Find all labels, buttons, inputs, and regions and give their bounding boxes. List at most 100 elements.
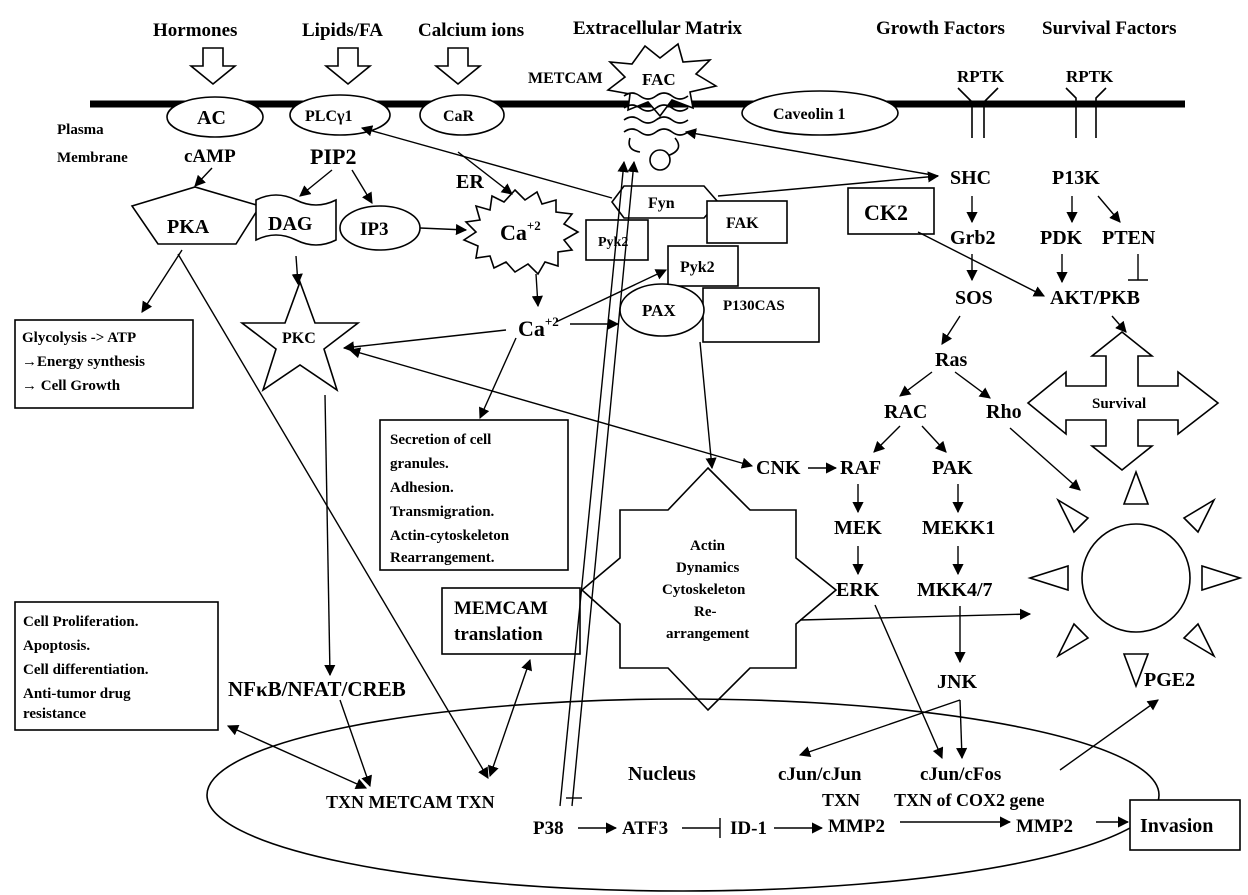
glycolysis-line-2: →Energy synthesis (22, 354, 145, 370)
dag-shape (255, 194, 337, 246)
memcam-box (441, 587, 581, 655)
caveolin-oval (741, 90, 899, 136)
label-nfkb: NFκB/NFAT/CREB (228, 677, 406, 701)
secretion-line-4: Transmigration. (390, 504, 495, 520)
block-arrow-lipids (323, 47, 373, 86)
actin-line-1: Actin (690, 538, 726, 554)
label-pdk: PDK (1040, 227, 1083, 249)
label-akt: AKT/PKB (1050, 287, 1140, 309)
actin-line-5: arrangement (666, 626, 749, 642)
label-shc: SHC (950, 167, 991, 189)
plc-oval (289, 94, 391, 136)
actin-star-shape (580, 466, 838, 712)
proliferation-box (14, 601, 219, 731)
glycolysis-line-3: → Cell Growth (22, 378, 121, 394)
label-rho: Rho (986, 401, 1022, 423)
proliferation-line-2: Apoptosis. (23, 638, 90, 654)
label-p130cas: P130CAS (723, 298, 785, 314)
label-mek: MEK (834, 517, 882, 539)
secretion-line-2: granules. (390, 456, 449, 472)
label-metcam-membrane: METCAM (528, 70, 603, 87)
label-nucleus: Nucleus (628, 763, 696, 785)
bidirectional-arrows (226, 347, 754, 789)
pyk2-box-b (667, 245, 739, 287)
proliferation-line-5: resistance (23, 706, 86, 722)
label-er: ER (456, 171, 484, 193)
label-survival: Survival (1092, 396, 1146, 412)
label-hormones: Hormones (153, 20, 237, 41)
label-plc: PLCγ1 (305, 108, 352, 125)
label-pip2: PIP2 (310, 144, 356, 169)
label-sos: SOS (955, 287, 993, 309)
label-rac: RAC (884, 401, 927, 423)
memcam-line-2: translation (454, 624, 543, 645)
label-ip3: IP3 (360, 219, 389, 240)
glycolysis-line-1: Glycolysis -> ATP (22, 330, 136, 346)
label-pax: PAX (642, 301, 676, 320)
label-p38: P38 (533, 818, 564, 839)
label-ca2: Ca+2 (518, 314, 559, 341)
label-membrane: Membrane (57, 150, 128, 166)
secretion-line-3: Adhesion. (390, 480, 454, 496)
inhibition-lines (566, 254, 1148, 838)
ac-oval (166, 96, 264, 138)
label-ras: Ras (935, 349, 967, 371)
pka-pentagon (130, 186, 262, 245)
label-extracellular-matrix: Extracellular Matrix (573, 18, 743, 39)
proliferation-line-3: Cell differentiation. (23, 662, 149, 678)
label-fak: FAK (726, 215, 759, 232)
label-plasma: Plasma (57, 122, 104, 138)
label-mkk47: MKK4/7 (917, 579, 993, 601)
label-atf3: ATF3 (622, 818, 668, 839)
label-ck2: CK2 (864, 200, 908, 225)
label-dag: DAG (268, 213, 313, 235)
pathway-arrows (141, 125, 1159, 834)
fak-box (706, 200, 788, 244)
er-calcium-starburst (462, 188, 580, 276)
ck2-box (847, 187, 935, 235)
label-rptk-2: RPTK (1066, 67, 1114, 86)
label-pkc: PKC (282, 330, 316, 347)
car-oval (419, 94, 505, 136)
secretion-line-6: Rearrangement. (390, 550, 495, 566)
proliferation-line-1: Cell Proliferation. (23, 614, 139, 630)
label-cnk: CNK (756, 457, 801, 479)
p130cas-box (702, 287, 820, 343)
label-mmp2-a: MMP2 (828, 816, 885, 837)
label-pak: PAK (932, 457, 973, 479)
label-jnk: JNK (937, 671, 977, 693)
glycolysis-box (14, 319, 194, 409)
label-mmp2-b: MMP2 (1016, 816, 1073, 837)
memcam-line-1: MEMCAM (454, 598, 548, 619)
rptk-receptors (957, 87, 1107, 138)
label-pyk2-b: Pyk2 (680, 259, 715, 276)
block-arrow-hormones (188, 47, 238, 86)
label-id1: ID-1 (730, 818, 767, 839)
label-fyn: Fyn (648, 195, 675, 212)
label-pyk2-a: Pyk2 (598, 235, 628, 250)
label-erk: ERK (836, 579, 880, 601)
label-camp: cAMP (184, 146, 236, 167)
label-cjun-cfos: cJun/cFos (920, 764, 1001, 785)
label-mekk1: MEKK1 (922, 517, 995, 539)
proliferation-line-4: Anti-tumor drug (23, 686, 131, 702)
block-arrow-calcium (433, 47, 483, 86)
label-txn-cox2: TXN of COX2 gene (894, 790, 1045, 810)
label-lipids: Lipids/FA (302, 20, 383, 41)
secretion-line-5: Actin-cytoskeleton (390, 528, 510, 544)
label-txn-metcam: TXN METCAM TXN (326, 792, 495, 812)
invasion-box (1129, 799, 1241, 851)
survival-cross-arrow (1026, 330, 1220, 472)
actin-line-2: Dynamics (676, 560, 739, 576)
nucleus-ellipse (206, 698, 1160, 892)
label-grb2: Grb2 (950, 227, 996, 249)
pge2-sun (1027, 469, 1243, 689)
label-raf: RAF (840, 457, 881, 479)
label-cjun-cjun: cJun/cJun (778, 764, 862, 785)
label-pge2: PGE2 (1144, 669, 1195, 691)
fyn-shape (611, 185, 720, 219)
label-survival-factors: Survival Factors (1042, 18, 1177, 39)
label-p13k: P13K (1052, 167, 1100, 189)
